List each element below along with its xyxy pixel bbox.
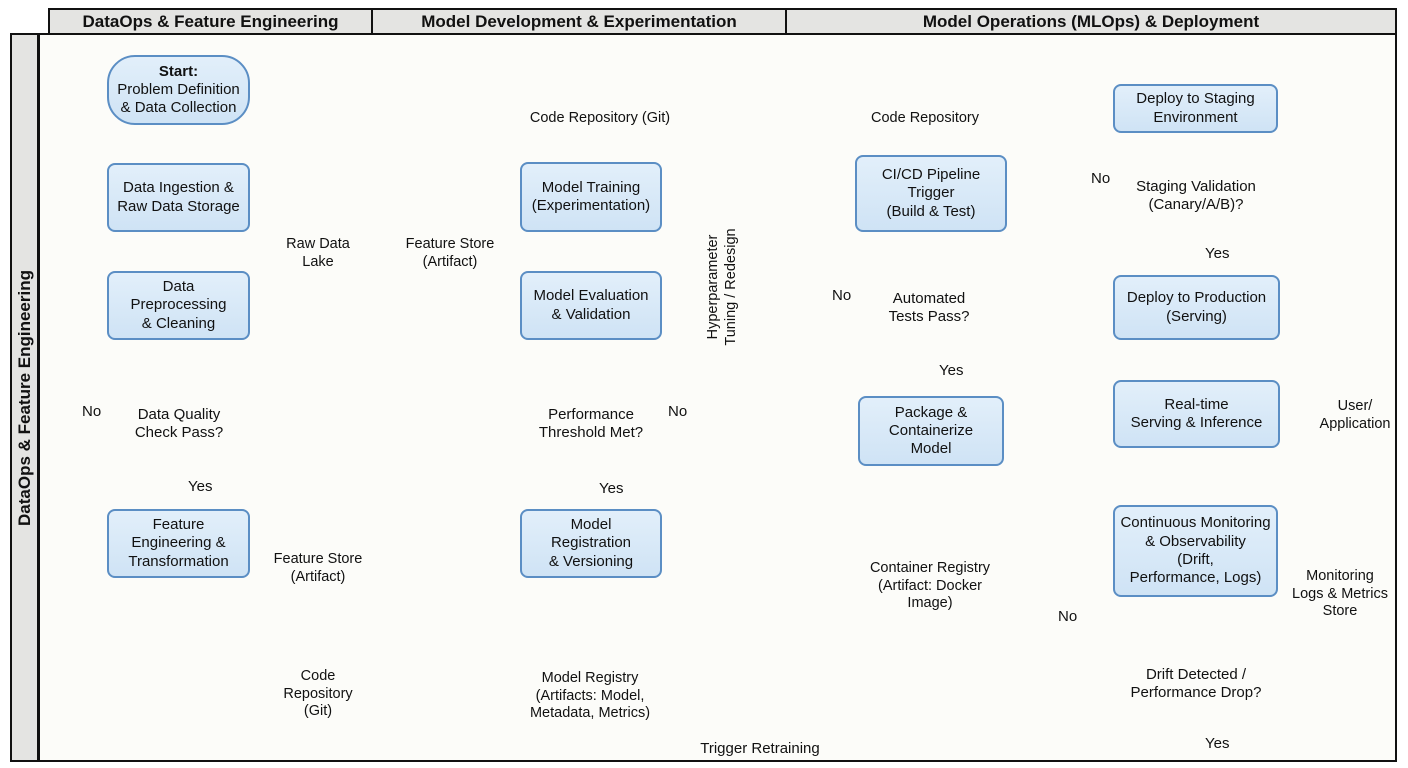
start-node: Start:Problem Definition & Data Collecti… — [107, 55, 250, 125]
deploy-staging-label: Deploy to Staging Environment — [1136, 90, 1255, 126]
perf-decision-label: Performance Threshold Met? — [538, 406, 644, 441]
cicd-label: CI/CD Pipeline Trigger (Build & Test) — [881, 166, 981, 220]
hyperparameter-annotation: Hyperparameter Tuning / Redesign — [704, 228, 739, 346]
preprocessing-node: Data Preprocessing & Cleaning — [107, 271, 250, 340]
git3-label: Code Repository — [871, 110, 979, 126]
lane-header-mlops-label: Model Operations (MLOps) & Deployment — [922, 11, 1260, 31]
monitoring-node: Continuous Monitoring & Observability (D… — [1113, 505, 1278, 597]
deploy-production-node: Deploy to Production (Serving) — [1113, 275, 1280, 340]
raw-data-lake-label: Raw Data Lake — [286, 236, 350, 270]
start-node-title: Start: — [158, 62, 199, 80]
model-training-label: Model Training (Experimentation) — [531, 178, 651, 214]
user-application-label: User/ Application — [1319, 398, 1391, 432]
feature-store-label: Feature Store (Artifact) — [273, 551, 363, 585]
validation-no-label: No — [1091, 170, 1111, 187]
dq-yes-label: Yes — [188, 478, 213, 495]
code-repository-db-label: Code Repository (Git) — [283, 668, 353, 720]
tests-yes-label: Yes — [939, 362, 964, 379]
drift-decision-text: Drift Detected / Performance Drop? — [1106, 660, 1286, 708]
dq-decision-label: Data Quality Check Pass? — [134, 406, 224, 441]
monitoring-store-label: Monitoring Logs & Metrics Store — [1292, 568, 1388, 620]
package-label: Package & Containerize Model — [888, 403, 974, 458]
model-registration-node: Model Registration & Versioning — [520, 509, 662, 578]
dq-no-label: No — [82, 403, 102, 420]
tests-no-label: No — [832, 287, 852, 304]
lane-header-model-dev-label: Model Development & Experimentation — [421, 11, 737, 31]
git2-label: Code Repository (Git) — [529, 110, 671, 126]
perf-yes-label: Yes — [599, 480, 624, 497]
deploy-staging-node: Deploy to Staging Environment — [1113, 84, 1278, 133]
trigger-retraining-label: Trigger Retraining — [700, 740, 820, 757]
realtime-serving-label: Real-time Serving & Inference — [1130, 395, 1263, 431]
perf-decision-text: Performance Threshold Met? — [519, 400, 663, 448]
lane-header-dataops-label: DataOps & Feature Engineering — [82, 11, 339, 31]
drift-decision-label: Drift Detected / Performance Drop? — [1130, 666, 1262, 701]
lane-header-dataops: DataOps & Feature Engineering — [48, 8, 373, 35]
drift-no-label: No — [1058, 608, 1078, 625]
preprocessing-label: Data Preprocessing & Cleaning — [130, 278, 227, 332]
validation-decision-text: Staging Validation (Canary/A/B)? — [1112, 172, 1280, 220]
perf-no-label: No — [668, 403, 688, 420]
start-node-subtitle: Problem Definition & Data Collection — [117, 80, 240, 117]
model-eval-label: Model Evaluation & Validation — [533, 287, 649, 323]
data-ingestion-label: Data Ingestion & Raw Data Storage — [117, 179, 240, 215]
lane-header-model-dev: Model Development & Experimentation — [371, 8, 787, 35]
feature-engineering-label: Feature Engineering & Transformation — [128, 516, 229, 570]
model-eval-node: Model Evaluation & Validation — [520, 271, 662, 340]
feature-engineering-node: Feature Engineering & Transformation — [107, 509, 250, 578]
validation-yes-label: Yes — [1205, 245, 1230, 262]
feature-store2-label: Feature Store (Artifact) — [405, 236, 495, 270]
model-training-node: Model Training (Experimentation) — [520, 162, 662, 232]
validation-decision-label: Staging Validation (Canary/A/B)? — [1136, 178, 1256, 213]
sidebar-swimlane-text: DataOps & Feature Engineering — [14, 269, 34, 526]
model-registration-label: Model Registration & Versioning — [548, 516, 634, 570]
lane-header-mlops: Model Operations (MLOps) & Deployment — [785, 8, 1397, 35]
container-registry-label: Container Registry (Artifact: Docker Ima… — [869, 560, 991, 612]
model-registry-label: Model Registry (Artifacts: Model, Metada… — [529, 670, 651, 722]
drift-yes-label: Yes — [1205, 735, 1230, 752]
package-node: Package & Containerize Model — [858, 396, 1004, 466]
sidebar-swimlane-label: DataOps & Feature Engineering — [10, 33, 39, 762]
cicd-node: CI/CD Pipeline Trigger (Build & Test) — [855, 155, 1007, 232]
monitoring-label: Continuous Monitoring & Observability (D… — [1120, 514, 1271, 587]
tests-decision-label: Automated Tests Pass? — [888, 290, 970, 325]
realtime-serving-node: Real-time Serving & Inference — [1113, 380, 1280, 448]
deploy-production-label: Deploy to Production (Serving) — [1126, 289, 1267, 325]
data-ingestion-node: Data Ingestion & Raw Data Storage — [107, 163, 250, 232]
dq-decision-text: Data Quality Check Pass? — [107, 400, 251, 448]
tests-decision-text: Automated Tests Pass? — [857, 284, 1001, 332]
